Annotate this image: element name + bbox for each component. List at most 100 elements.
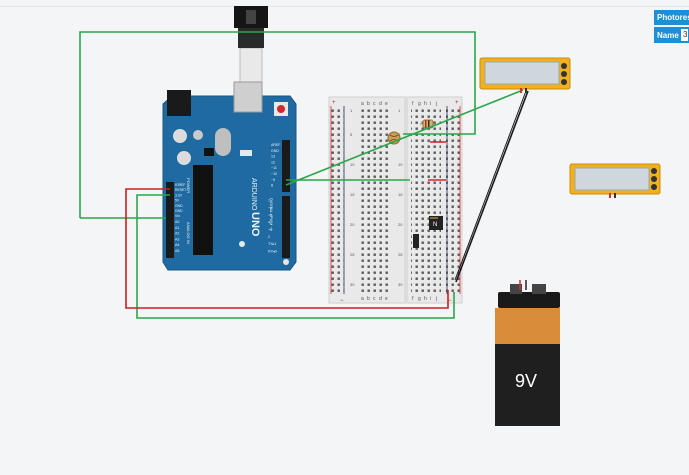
row-number: 5 <box>398 132 401 137</box>
lcd-display-1[interactable] <box>479 57 571 93</box>
column-letter: b <box>367 101 370 107</box>
power-rail-left[interactable] <box>330 108 344 292</box>
column-letter: i <box>430 296 431 302</box>
row-number: 10 <box>350 162 355 167</box>
analog-header-label: ANALOG IN <box>186 222 191 244</box>
power-header <box>166 182 174 226</box>
lcd-display-2[interactable] <box>569 163 661 198</box>
reset-button[interactable] <box>277 105 285 113</box>
row-number: 20 <box>350 222 355 227</box>
name-label: Name <box>657 30 679 40</box>
usb-cable[interactable] <box>234 6 268 83</box>
digital-pin-label: TX▸1 <box>268 242 276 246</box>
terminal-strip-right[interactable] <box>411 108 441 292</box>
name-input[interactable]: 3 <box>681 29 688 41</box>
digital-header-top <box>282 140 290 192</box>
arduino-model-label: UNO <box>249 212 261 237</box>
digital-pin-label: 7 <box>268 199 270 203</box>
digital-pin-label: ~5 <box>268 213 272 217</box>
row-number: 30 <box>350 282 355 287</box>
digital-pin-label: 12 <box>271 160 275 164</box>
battery-9v[interactable]: 9V <box>495 280 560 426</box>
column-letter: g <box>418 101 421 107</box>
rail-plus-left: + <box>332 100 336 106</box>
column-letter: d <box>379 296 382 302</box>
row-number: 5 <box>350 132 353 137</box>
column-letter: h <box>424 296 427 302</box>
usb-port <box>233 81 263 113</box>
column-letter: h <box>424 101 427 107</box>
column-letter: a <box>361 296 364 302</box>
column-letter: d <box>379 101 382 107</box>
column-letter: c <box>373 296 376 302</box>
wire-green-signal[interactable] <box>285 89 524 186</box>
digital-pin-label: GND <box>271 149 279 153</box>
terminal-strip-left[interactable] <box>360 108 390 292</box>
row-number: 15 <box>398 192 403 197</box>
rail-minus-right: − <box>448 298 452 304</box>
battery-label: 9V <box>515 371 537 391</box>
digital-pin-label: RX◂0 <box>268 249 277 253</box>
digital-pin-label: AREF <box>271 143 281 147</box>
power-jack <box>167 90 191 116</box>
toolbar-divider <box>0 6 689 7</box>
column-letter: g <box>418 296 421 302</box>
column-letter: j <box>435 101 437 107</box>
inspector-panel[interactable]: Photoresis Name 3 <box>654 10 689 48</box>
analog-header <box>166 218 174 258</box>
name-row: Name 3 <box>654 27 689 43</box>
inspector-title: Photoresis <box>654 10 689 25</box>
column-letter: a <box>361 101 364 107</box>
digital-pin-label: ~10 <box>271 172 277 176</box>
digital-pin-label: 13 <box>271 155 275 159</box>
row-number: 25 <box>398 252 403 257</box>
power-pin-label: RESET <box>175 188 186 192</box>
power-rail-right[interactable] <box>446 108 460 292</box>
crystal <box>215 128 231 156</box>
diode[interactable] <box>413 234 419 248</box>
analog-pin-label: A3 <box>175 237 179 241</box>
power-pin-label: 3.3V <box>175 193 183 197</box>
power-pin-label: GND <box>175 204 183 208</box>
row-number: 30 <box>398 282 403 287</box>
digital-pin-label: 8 <box>271 184 273 188</box>
column-letter: f <box>412 296 414 302</box>
arduino-uno-board[interactable]: ARDUINO UNO POWER ANALOG IN DIGITAL (PWM… <box>162 81 297 271</box>
digital-pin-label: ~9 <box>271 178 275 182</box>
column-letter: e <box>385 296 388 302</box>
power-pin-label: Vin <box>175 214 180 218</box>
rail-minus-left: − <box>340 298 344 304</box>
row-number: 25 <box>350 252 355 257</box>
analog-pin-label: A0 <box>175 220 179 224</box>
column-letter: e <box>385 101 388 107</box>
power-pin-label: GND <box>175 209 183 213</box>
analog-pin-label: A5 <box>175 249 179 253</box>
digital-pin-label: 4 <box>268 221 270 225</box>
digital-pin-label: 2 <box>268 235 270 239</box>
digital-pin-label: ~6 <box>268 206 272 210</box>
row-number: 1 <box>398 108 401 113</box>
atmega-chip <box>193 165 213 255</box>
digital-header-label: DIGITAL (PWM ~) <box>269 198 274 231</box>
column-letter: f <box>412 101 414 107</box>
wire-black-ground[interactable] <box>455 90 529 283</box>
power-header-label: POWER <box>186 178 191 193</box>
digital-pin-label: ~11 <box>271 166 277 170</box>
column-letter: c <box>373 101 376 107</box>
row-number: 1 <box>350 108 353 113</box>
wire-green-top[interactable] <box>79 31 476 218</box>
column-letter: b <box>367 296 370 302</box>
analog-pin-label: A4 <box>175 243 179 247</box>
row-numbers: 115510101515202025253030 <box>350 108 403 287</box>
nmos-transistor[interactable]: N <box>429 216 443 230</box>
wire-red-power[interactable] <box>125 188 449 309</box>
analog-pin-label: A1 <box>175 226 179 230</box>
wire-green-ground[interactable] <box>136 194 455 319</box>
